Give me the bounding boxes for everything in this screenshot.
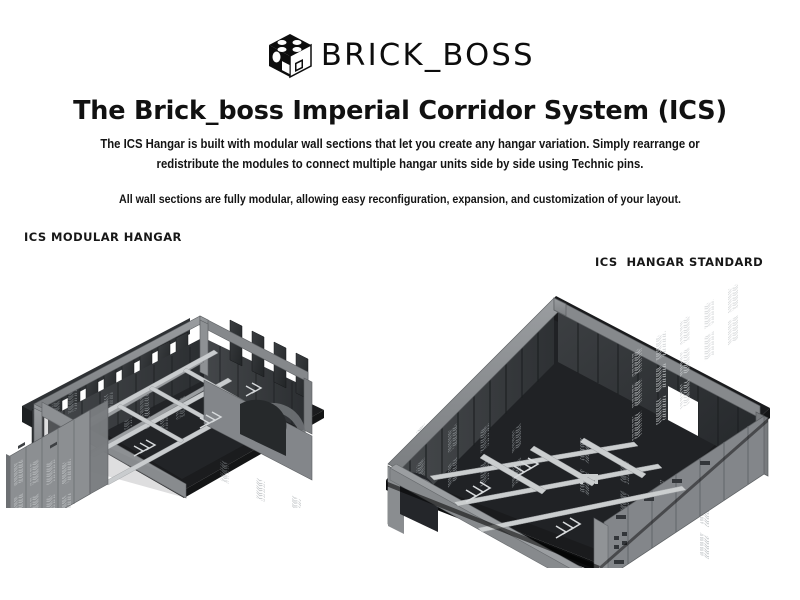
figure-modular-hangar-render: [6, 315, 324, 508]
intro-p1-line2: redistribute the modules to connect mult…: [156, 156, 644, 171]
intro-paragraph-2: All wall sections are fully modular, all…: [56, 190, 744, 208]
page-title: The Brick_boss Imperial Corridor System …: [73, 96, 727, 126]
brick-cube-logo-icon: [269, 34, 312, 79]
brand-wordmark: BRICK_BOSS: [321, 38, 535, 73]
figure-caption-hangar-standard: ICS HANGAR STANDARD: [595, 255, 764, 269]
intro-p1-line1: The ICS Hangar is built with modular wal…: [100, 136, 700, 151]
figure-caption-modular-hangar: ICS MODULAR HANGAR: [24, 230, 182, 244]
figure-hangar-standard-render: [386, 283, 770, 568]
intro-p2-line1: All wall sections are fully modular, all…: [119, 192, 681, 206]
intro-paragraph-1: The ICS Hangar is built with modular wal…: [56, 134, 744, 174]
brand-header: BRICK_BOSS: [0, 30, 800, 82]
